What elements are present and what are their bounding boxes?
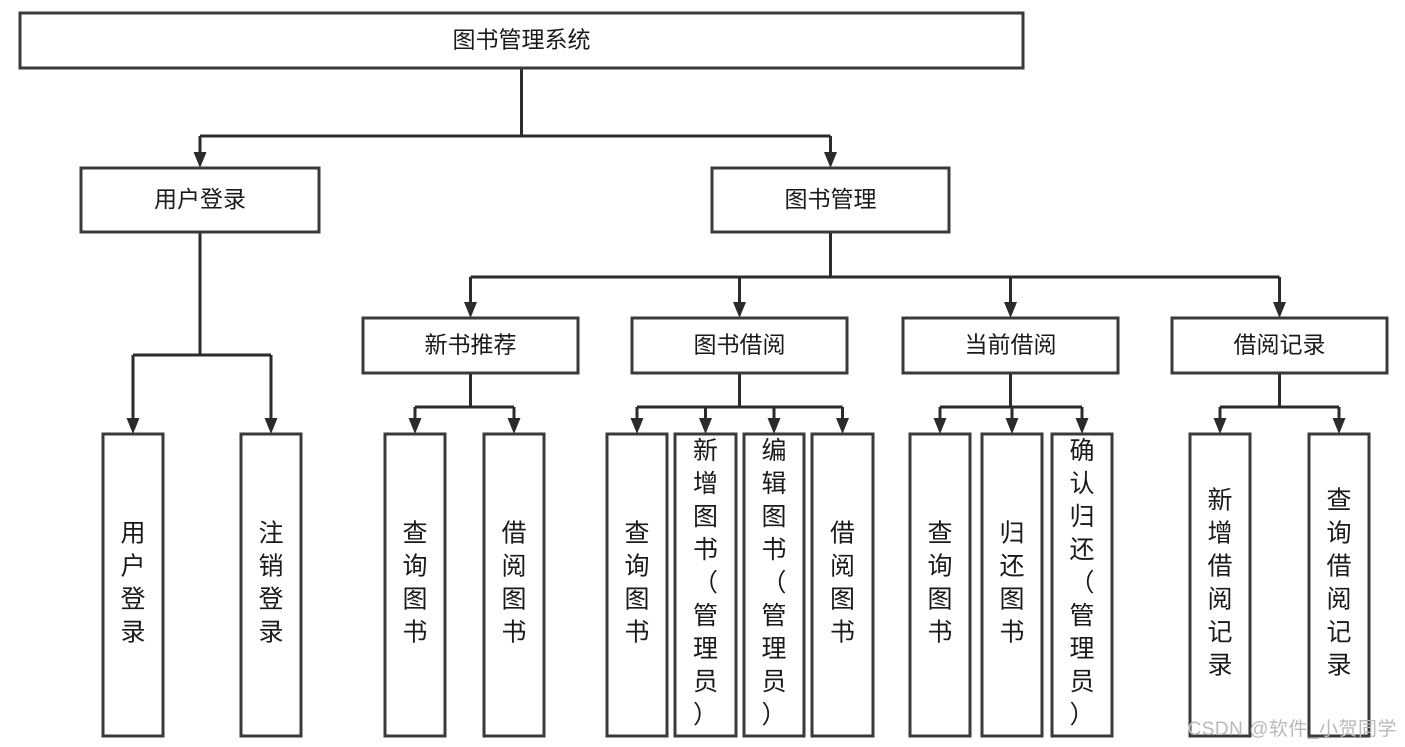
node-label: 图书管理系统 — [453, 27, 591, 53]
node-leaf-add-book[interactable]: 新增图书（管理员） — [673, 432, 738, 738]
node-box — [1188, 432, 1252, 738]
node-book-borrow[interactable]: 图书借阅 — [630, 316, 849, 375]
arrow-head-icon — [193, 152, 207, 168]
arrow-head-icon — [824, 152, 837, 168]
node-label: 图书借阅 — [694, 332, 786, 358]
node-leaf-add-borrow-record[interactable]: 新增借阅记录 — [1188, 432, 1252, 738]
node-borrow-records[interactable]: 借阅记录 — [1170, 316, 1389, 375]
node-label: 借阅记录 — [1234, 332, 1326, 358]
node-label: 借阅图书 — [501, 520, 526, 647]
node-leaf-return-book[interactable]: 归还图书 — [980, 432, 1044, 738]
node-label: 用户登录 — [120, 520, 145, 647]
node-label: 当前借阅 — [965, 332, 1057, 358]
node-label: 借阅图书 — [830, 520, 855, 647]
node-label: 注销登录 — [258, 520, 283, 647]
node-leaf-confirm-return[interactable]: 确认归还（管理员） — [1050, 432, 1114, 738]
node-box — [901, 316, 1120, 375]
node-box — [239, 432, 303, 738]
node-leaf-user-login[interactable]: 用户登录 — [101, 432, 165, 738]
node-box — [810, 432, 875, 738]
node-box — [1307, 432, 1371, 738]
node-label: 查询图书 — [402, 520, 427, 647]
node-box — [18, 11, 1025, 70]
node-box — [980, 432, 1044, 738]
node-box — [908, 432, 972, 738]
node-box — [79, 166, 321, 234]
node-label: 查询借阅记录 — [1326, 487, 1351, 680]
node-label: 编辑图书（管理员） — [761, 437, 786, 729]
node-leaf-edit-book[interactable]: 编辑图书（管理员） — [742, 432, 806, 738]
node-box — [673, 432, 738, 738]
node-leaf-query-book-recommend[interactable]: 查询图书 — [383, 432, 447, 738]
arrow-head-icon — [1075, 418, 1089, 434]
node-label: 新增图书（管理员） — [693, 437, 718, 729]
node-box — [482, 432, 546, 738]
node-book-management[interactable]: 图书管理 — [710, 166, 951, 234]
node-label: 查询图书 — [927, 520, 952, 647]
node-leaf-logout[interactable]: 注销登录 — [239, 432, 303, 738]
node-current-borrow[interactable]: 当前借阅 — [901, 316, 1120, 375]
node-box — [1170, 316, 1389, 375]
arrow-head-icon — [767, 418, 781, 434]
node-label: 归还图书 — [999, 520, 1024, 647]
arrow-head-icon — [507, 418, 521, 434]
node-box — [710, 166, 951, 234]
node-leaf-borrow-book[interactable]: 借阅图书 — [810, 432, 875, 738]
connector-layer — [126, 68, 1346, 434]
node-box — [630, 316, 849, 375]
arrow-head-icon — [1213, 418, 1227, 434]
node-user-login[interactable]: 用户登录 — [79, 166, 321, 234]
arrow-head-icon — [126, 418, 140, 434]
node-box — [605, 432, 669, 738]
arrow-head-icon — [933, 418, 947, 434]
node-leaf-query-borrow-record[interactable]: 查询借阅记录 — [1307, 432, 1371, 738]
arrow-head-icon — [1332, 418, 1346, 434]
node-box — [383, 432, 447, 738]
node-leaf-query-book-borrow[interactable]: 查询图书 — [605, 432, 669, 738]
arrow-head-icon — [1273, 302, 1286, 318]
node-new-book-recommend[interactable]: 新书推荐 — [361, 316, 580, 375]
node-layer: 图书管理系统用户登录图书管理新书推荐图书借阅当前借阅借阅记录用户登录注销登录查询… — [18, 11, 1389, 738]
arrow-head-icon — [464, 302, 477, 318]
node-label: 用户登录 — [154, 186, 246, 212]
arrow-head-icon — [836, 418, 849, 434]
arrow-head-icon — [408, 418, 422, 434]
node-label: 查询图书 — [624, 520, 649, 647]
node-box — [101, 432, 165, 738]
arrow-head-icon — [733, 302, 746, 318]
arrow-head-icon — [1005, 418, 1019, 434]
node-leaf-query-book-current[interactable]: 查询图书 — [908, 432, 972, 738]
arrow-head-icon — [699, 418, 712, 434]
node-label: 新增借阅记录 — [1207, 487, 1232, 680]
node-label: 图书管理 — [785, 186, 877, 212]
node-leaf-borrow-book-recommend[interactable]: 借阅图书 — [482, 432, 546, 738]
node-box — [1050, 432, 1114, 738]
node-box — [742, 432, 806, 738]
arrow-head-icon — [264, 418, 278, 434]
arrow-head-icon — [630, 418, 644, 434]
node-box — [361, 316, 580, 375]
csdn-watermark: CSDN @软件_小贺同学 — [1187, 719, 1397, 740]
node-label: 确认归还（管理员） — [1069, 437, 1094, 729]
node-root[interactable]: 图书管理系统 — [18, 11, 1025, 70]
arrow-head-icon — [1004, 302, 1017, 318]
node-label: 新书推荐 — [425, 332, 517, 358]
